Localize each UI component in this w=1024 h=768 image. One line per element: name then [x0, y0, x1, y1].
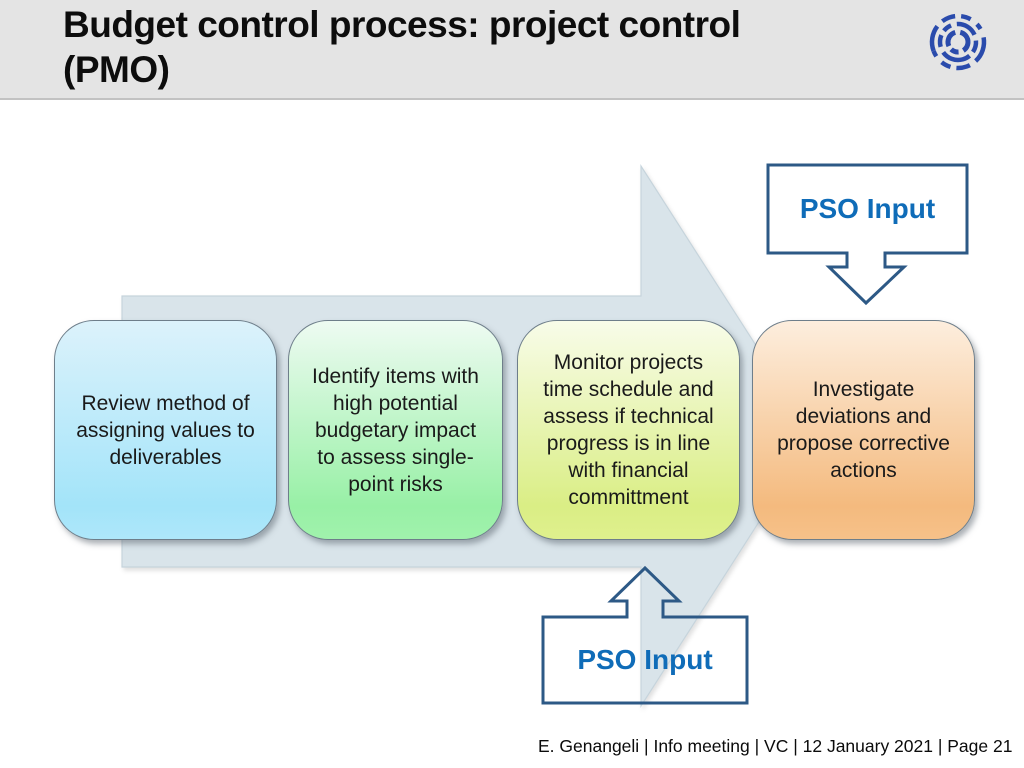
process-step-investigate-deviations: Investigate deviations and propose corre…: [752, 320, 975, 540]
f4e-logo-icon: [929, 13, 987, 71]
process-step-label: Monitor projects time schedule and asses…: [543, 351, 714, 509]
slide-title: Budget control process: project control …: [63, 2, 741, 92]
process-step-monitor-projects: Monitor projects time schedule and asses…: [517, 320, 740, 540]
process-step-identify-items: Identify items with high potential budge…: [288, 320, 503, 540]
process-step-label: Identify items with high potential budge…: [312, 364, 479, 496]
slide-header: Budget control process: project control …: [0, 0, 1024, 100]
slide-footer: E. Genangeli | Info meeting | VC | 12 Ja…: [538, 736, 1013, 756]
pso-input-callout-top: [766, 163, 969, 306]
slide-title-line1: Budget control process: project control: [63, 4, 741, 45]
pso-input-label-bottom: PSO Input: [577, 644, 713, 675]
process-step-review-method: Review method of assigning values to del…: [54, 320, 277, 540]
pso-input-label-top: PSO Input: [799, 193, 936, 224]
slide-title-line2: (PMO): [63, 49, 170, 90]
process-step-label: Investigate deviations and propose corre…: [777, 378, 950, 482]
pso-input-callout-bottom: [541, 565, 749, 705]
process-step-label: Review method of assigning values to del…: [76, 391, 255, 469]
